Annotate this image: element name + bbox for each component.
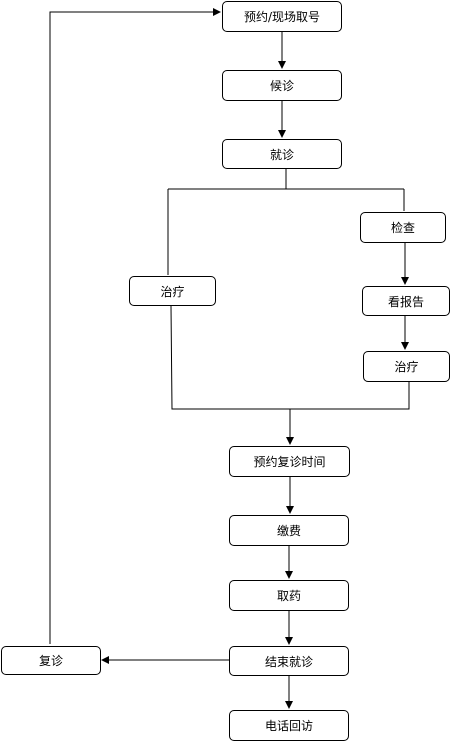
node-read-report: 看报告 xyxy=(362,286,450,316)
edge-treatment-merge xyxy=(290,382,410,410)
node-payment: 缴费 xyxy=(229,515,349,546)
node-phone-followup: 电话回访 xyxy=(229,710,349,741)
edge-treatment-direct-down xyxy=(170,305,290,410)
node-get-medicine: 取药 xyxy=(229,580,349,611)
node-book-followup-time: 预约复诊时间 xyxy=(229,446,350,477)
node-treatment-direct: 治疗 xyxy=(129,276,216,306)
node-appointment: 预约/现场取号 xyxy=(222,1,342,32)
node-followup: 复诊 xyxy=(1,646,101,675)
node-examination: 检查 xyxy=(360,212,446,243)
node-waiting: 候诊 xyxy=(222,70,342,101)
edge-followup-loop xyxy=(49,8,221,644)
node-consultation: 就诊 xyxy=(222,139,342,169)
node-end-visit: 结束就诊 xyxy=(229,646,349,676)
node-treatment-after-report: 治疗 xyxy=(363,351,450,382)
